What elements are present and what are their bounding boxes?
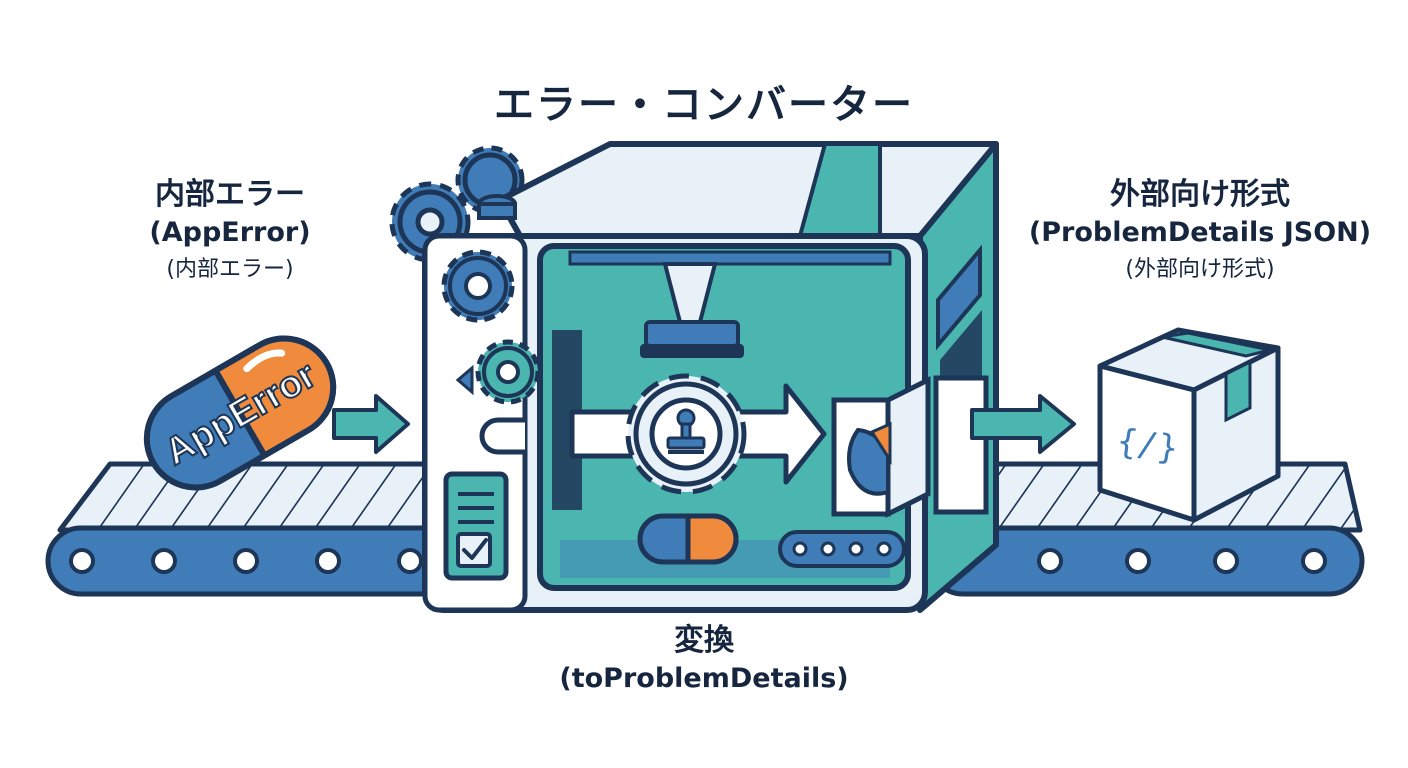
output-label: 外部向け形式 (ProblemDetails JSON) (外部向け形式) [1000, 176, 1400, 288]
checklist-icon [443, 471, 509, 581]
stamp-gear-icon [625, 373, 747, 495]
input-note: (内部エラー) [166, 257, 294, 282]
input-arrow [332, 394, 410, 454]
output-note: (外部向け形式) [1125, 257, 1275, 282]
back-arrow-icon [455, 364, 474, 396]
output-arrow [970, 394, 1076, 454]
process-title: 変換 [674, 623, 734, 658]
json-package-box: {/} [1097, 327, 1281, 523]
converter-machine [422, 141, 999, 613]
gear-icon [441, 249, 515, 323]
input-title: 内部エラー [155, 177, 305, 212]
left-conveyor [45, 461, 471, 597]
process-function: (toProblemDetails) [559, 663, 849, 694]
input-type: (AppError) [149, 217, 311, 248]
process-label: 変換 (toProblemDetails) [504, 622, 904, 698]
output-title: 外部向け形式 [1110, 177, 1290, 212]
gear-icon [475, 339, 541, 405]
apperror-capsule: AppError [143, 335, 337, 491]
json-box-glyph: {/} [1114, 421, 1180, 469]
diagram-title: エラー・コンバーター [494, 82, 914, 128]
output-type: (ProblemDetails JSON) [1028, 217, 1372, 248]
input-label: 内部エラー (AppError) (内部エラー) [100, 176, 360, 288]
